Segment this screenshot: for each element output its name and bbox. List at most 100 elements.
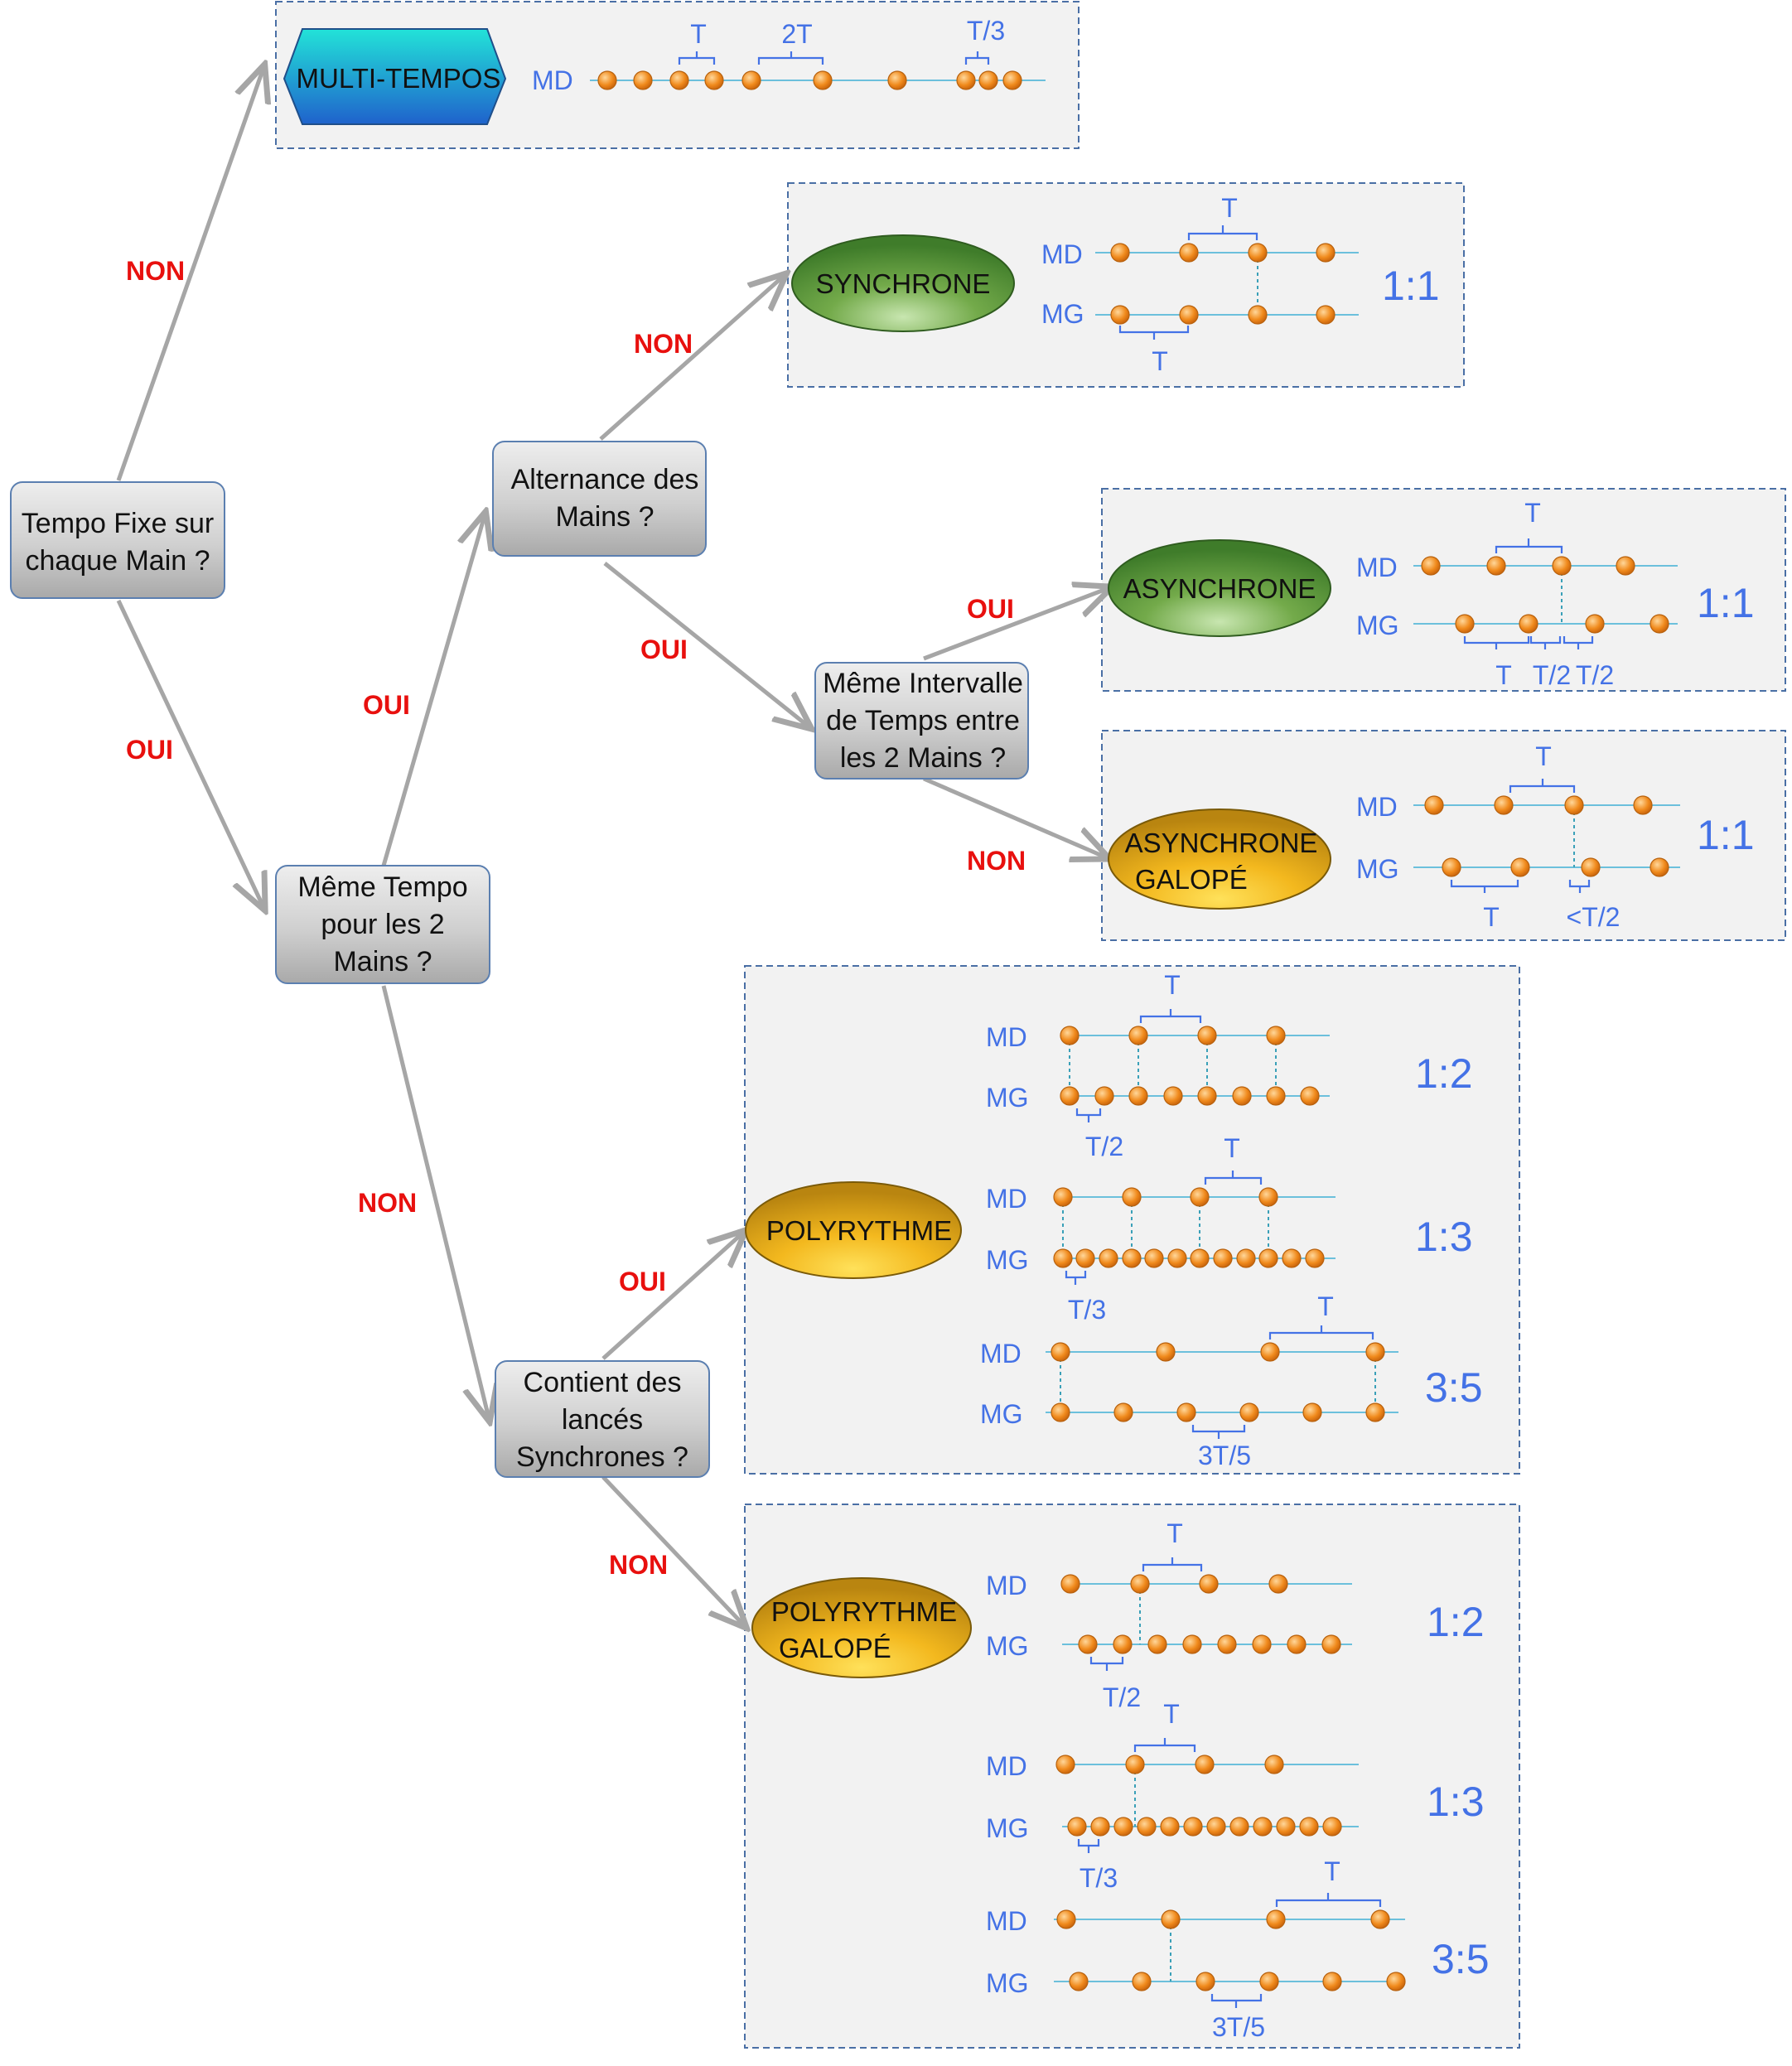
svg-text:Alternance des: Alternance des [511,464,699,495]
ball [1370,1909,1390,1929]
ball [1253,1817,1273,1837]
ball [1179,243,1199,263]
ball-track [1110,243,1336,263]
svg-text:Même Intervalle: Même Intervalle [823,668,1023,699]
ball [1386,1972,1406,1991]
ball [1163,1086,1183,1106]
ball [1128,1086,1148,1106]
svg-text:1:2: 1:2 [1415,1050,1473,1097]
ball [1302,1402,1322,1422]
question-meme-intervalle: Même Intervalle de Temps entre les 2 Mai… [814,662,1029,780]
ball [1195,1972,1215,1991]
ball-track [1055,1755,1284,1774]
pattern-polyrythme-1-3: MD MG T T/3 1:3 [986,1133,1473,1325]
ball [1300,1086,1320,1106]
ball-track [1051,1402,1385,1422]
svg-text:1:3: 1:3 [1415,1214,1473,1260]
ball [1051,1402,1070,1422]
ball [887,70,907,90]
svg-text:T/2: T/2 [1533,660,1571,690]
ball [1167,1248,1187,1268]
svg-text:MG: MG [986,1968,1029,1998]
svg-text:POLYRYTHME: POLYRYTHME [766,1215,952,1246]
svg-text:lancés: lancés [562,1404,643,1436]
ball [1090,1817,1110,1837]
ball [1266,1086,1286,1106]
ball [1442,857,1461,877]
ball [1252,1634,1272,1654]
ball [669,70,689,90]
ball [1213,1248,1233,1268]
ball [704,70,724,90]
ball [1424,795,1444,815]
ball [1195,1755,1215,1774]
ball [1585,614,1605,634]
ball [1322,1817,1342,1837]
svg-text:GALOPÉ: GALOPÉ [779,1633,891,1663]
category-multi-tempos: MULTI-TEMPOS [283,28,507,125]
ball [1069,1972,1089,1991]
edge-q4-non: NON [967,846,1026,876]
ball-track [1067,1817,1342,1837]
svg-text:MG: MG [1356,854,1399,884]
svg-text:3:5: 3:5 [1432,1936,1490,1982]
arrows [116,68,1109,1625]
svg-text:T/3: T/3 [1080,1863,1118,1893]
svg-text:POLYRYTHME: POLYRYTHME [771,1596,957,1627]
svg-text:T: T [1164,970,1181,1000]
svg-text:MG: MG [986,1245,1029,1275]
ball [1190,1187,1210,1207]
svg-text:MD: MD [986,1571,1027,1600]
svg-text:3T/5: 3T/5 [1198,1441,1251,1470]
svg-text:1:1: 1:1 [1382,263,1440,309]
ball [1197,1086,1217,1106]
ball [1060,1574,1080,1594]
svg-text:MD: MD [1356,553,1398,582]
ball [1094,1086,1114,1106]
svg-text:MG: MG [1356,611,1399,640]
ball [978,70,998,90]
ball [1259,1972,1279,1991]
category-asynchrone: ASYNCHRONE [1108,539,1331,637]
svg-text:T: T [690,19,707,49]
ball [1229,1817,1249,1837]
svg-text:ASYNCHRONE: ASYNCHRONE [1123,573,1316,604]
svg-text:chaque Main ?: chaque Main ? [25,545,210,577]
ball [1260,1342,1280,1362]
ball [1232,1086,1252,1106]
svg-text:les 2 Mains ?: les 2 Mains ? [840,742,1006,774]
edge-q2-non: NON [358,1188,417,1218]
pattern-polyrythme-3-5: MD MG T 3T/5 3:5 [980,1291,1483,1470]
ball [1421,556,1441,576]
svg-text:T/2: T/2 [1103,1682,1141,1712]
ball [1248,305,1268,325]
ball [1217,1634,1237,1654]
pattern-polyrythme-galope-3-5: MD MG T 3T/5 3:5 [986,1856,1490,2042]
ball [1132,1972,1152,1991]
ball [1182,1634,1202,1654]
ball-track [1455,614,1669,634]
svg-text:Tempo Fixe sur: Tempo Fixe sur [22,508,214,539]
pattern-asynchrone-galope: MD MG T T <T/2 1:1 [1356,741,1755,932]
svg-text:MD: MD [986,1022,1027,1052]
svg-text:T: T [1166,1518,1183,1548]
category-asynchrone-galope: ASYNCHRONE GALOPÉ [1108,809,1331,910]
ball [1552,556,1572,576]
svg-text:MD: MD [986,1184,1027,1214]
ball [1276,1817,1296,1837]
svg-text:Mains ?: Mains ? [333,946,432,977]
ball [1258,1248,1278,1268]
ball [1002,70,1022,90]
ball [741,70,761,90]
ball [1053,1248,1073,1268]
svg-text:T: T [1324,1856,1340,1886]
svg-text:T: T [1535,741,1552,771]
svg-text:MD: MD [1041,239,1083,269]
svg-text:1:2: 1:2 [1427,1599,1485,1645]
ball [1199,1574,1219,1594]
category-synchrone: SYNCHRONE [791,234,1015,332]
ball [1067,1817,1087,1837]
ball [1060,1086,1080,1106]
ball [1287,1634,1307,1654]
svg-text:Synchrones ?: Synchrones ? [516,1441,688,1473]
